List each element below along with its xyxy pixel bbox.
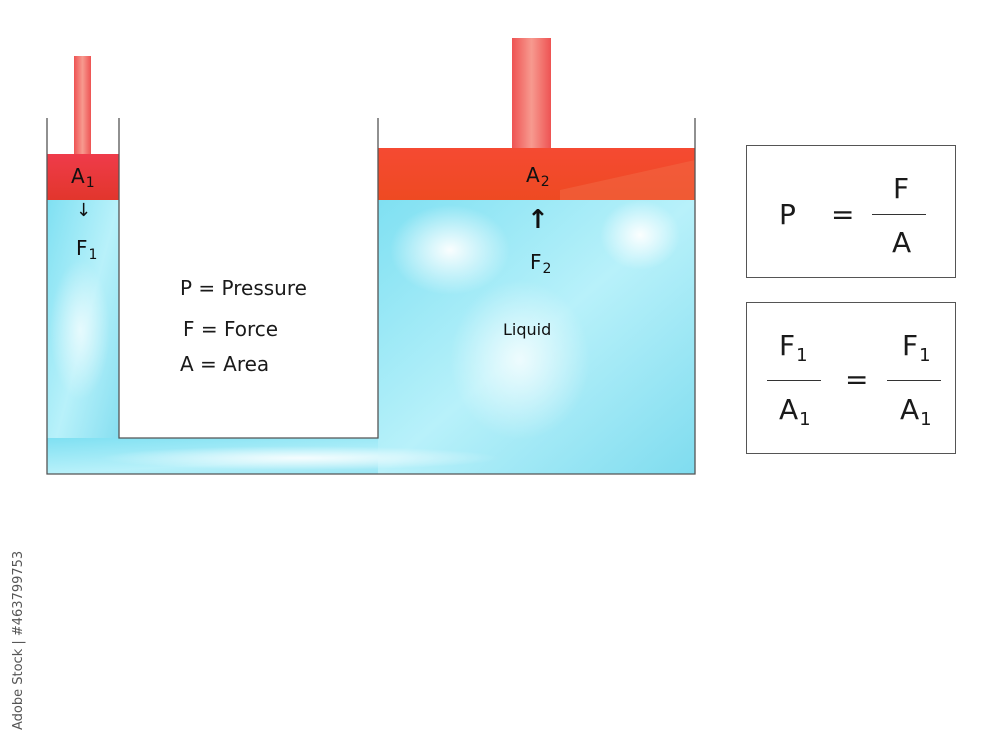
- liquid-body: [47, 200, 695, 474]
- ratio-formula-box: F1 A1 = F1 A1: [746, 302, 956, 454]
- formula-ratio-equals: =: [845, 363, 869, 396]
- container-walls: [46, 118, 696, 475]
- liquid-label: Liquid: [503, 320, 552, 339]
- small-piston-force-label: F1: [76, 236, 98, 263]
- small-piston-area-label: A1: [71, 164, 95, 191]
- small-piston-rod: [74, 56, 91, 154]
- formula-ratio-left-denominator: A1: [779, 393, 811, 430]
- formula-pressure-numerator: F: [893, 172, 910, 205]
- formula-ratio-right-denominator: A1: [900, 393, 932, 430]
- formula-ratio-left-bar: [767, 380, 821, 381]
- legend-area: A = Area: [180, 352, 270, 376]
- small-piston: [47, 56, 119, 200]
- watermark: Adobe Stock | #463799753: [11, 500, 32, 730]
- formula-ratio-right-bar: [887, 380, 941, 381]
- large-piston: [378, 38, 695, 200]
- legend-force: F = Force: [183, 317, 279, 341]
- large-piston-rod: [512, 38, 551, 148]
- small-piston-head: [47, 154, 119, 200]
- watermark-text: Adobe Stock | #463799753: [11, 550, 26, 730]
- hydraulic-system-drawing: [46, 38, 696, 475]
- formula-pressure-fraction-bar: [872, 214, 926, 215]
- formula-pressure-denominator: A: [892, 226, 912, 259]
- formula-ratio-left-numerator: F1: [779, 329, 808, 366]
- formula-pressure-lhs: P: [779, 198, 796, 231]
- formula-pressure-equals: =: [831, 198, 855, 231]
- formula-ratio-right-numerator: F1: [902, 329, 931, 366]
- legend-pressure: P = Pressure: [180, 276, 307, 300]
- small-piston-force-arrow: ↓: [76, 200, 92, 221]
- hydraulic-press-diagram: A1 ↓ F1 A2 ↑ F2 Liquid P = Pressure F = …: [11, 38, 956, 730]
- large-piston-area-label: A2: [526, 163, 550, 190]
- pressure-formula-box: P = F A: [746, 145, 956, 278]
- large-piston-force-arrow: ↑: [527, 205, 549, 235]
- large-piston-force-label: F2: [530, 250, 552, 277]
